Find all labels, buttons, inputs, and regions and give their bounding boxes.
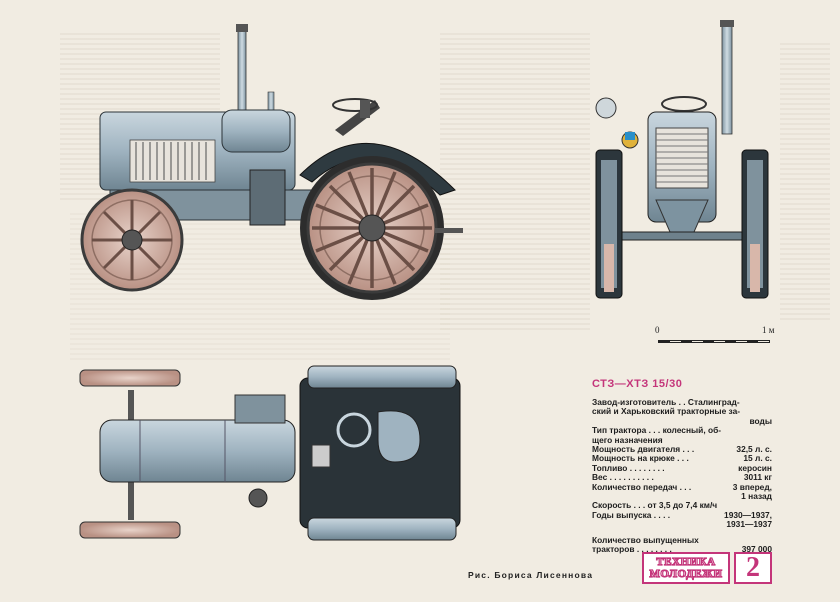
spec-key: Годы выпуска . . . . <box>592 509 671 520</box>
scale-bar-ruler <box>658 340 770 343</box>
spec-key: Скорость . . . от 3,5 до 7,4 км/ч <box>592 500 718 511</box>
scale-bar: 0 1 м <box>650 325 780 349</box>
side-rear-wheel <box>300 156 444 300</box>
side-view-drawing <box>80 24 463 300</box>
side-front-wheel <box>80 188 184 292</box>
tractor-model-title: СТЗ—ХТЗ 15/30 <box>592 378 683 390</box>
spec-value: 32,5 л. с. <box>736 444 772 455</box>
spec-key: тракторов . . . . . . . . <box>592 544 672 555</box>
scale-end-label: 1 м <box>762 325 775 335</box>
magazine-logo-line1: ТЕХНИКА <box>656 555 716 568</box>
spec-key: Мощность на крюке . . . <box>592 453 689 464</box>
scale-start-label: 0 <box>655 325 660 335</box>
spec-row: Мощность на крюке . . . 15 л. с. <box>592 453 772 464</box>
spec-value: 1931—1937 <box>726 519 772 530</box>
spec-row: Годы выпуска . . . . 1930—1937, <box>592 509 772 520</box>
spec-row: Скорость . . . от 3,5 до 7,4 км/ч <box>592 500 772 511</box>
spec-value: керосин <box>738 462 772 473</box>
spec-row: Количество передач . . . 3 вперед, <box>592 481 772 492</box>
spec-row: Тип трактора . . . колесный, об- <box>592 425 772 436</box>
spec-value: 1930—1937, <box>724 509 772 520</box>
spec-value: воды <box>749 415 772 426</box>
top-view-drawing <box>79 365 461 541</box>
specifications-block: СТЗ—ХТЗ 15/30 Завод-изготовитель . . Ста… <box>592 378 772 555</box>
spec-key: щего назначения <box>592 434 663 445</box>
spec-value: 3 вперед, <box>732 481 772 492</box>
magazine-logo: ТЕХНИКА МОЛОДЕЖИ <box>642 552 730 584</box>
magazine-logo-line2: МОЛОДЕЖИ <box>649 567 723 580</box>
background-text-block <box>780 40 830 320</box>
spec-row: Завод-изготовитель . . Сталинград- <box>592 397 772 407</box>
background-text-block <box>440 30 590 330</box>
spec-key: Мощность двигателя . . . <box>592 444 695 455</box>
spec-value: 15 л. с. <box>743 453 772 464</box>
spec-row: Топливо . . . . . . . . керосин <box>592 462 772 473</box>
spec-row: щего назначения <box>592 434 772 445</box>
spec-key: Топливо . . . . . . . . <box>592 462 665 473</box>
spec-row: Мощность двигателя . . . 32,5 л. с. <box>592 444 772 455</box>
spec-key: ский и Харьковский тракторные за- <box>592 406 741 417</box>
spec-value: 3011 кг <box>743 472 772 483</box>
spec-row: 1931—1937 <box>592 519 772 530</box>
issue-number: 2 <box>734 552 772 584</box>
illustration-credit: Рис. Бориса Лисеннова <box>468 570 594 580</box>
spec-row: воды <box>592 415 772 426</box>
spec-row: Количество выпущенных <box>592 534 772 545</box>
front-view-drawing <box>595 20 769 299</box>
spec-row: Вес . . . . . . . . . . 3011 кг <box>592 472 772 483</box>
spec-key: Тип трактора . . . колесный, об- <box>592 425 722 436</box>
spec-key: Вес . . . . . . . . . . <box>592 472 654 483</box>
specifications-list: Завод-изготовитель . . Сталинград-ский и… <box>592 397 772 555</box>
spec-key: Количество передач . . . <box>592 481 692 492</box>
spec-key: Завод-изготовитель . . Сталинград- <box>592 397 740 407</box>
spec-key: Количество выпущенных <box>592 534 699 545</box>
spec-row: ский и Харьковский тракторные за- <box>592 406 772 417</box>
spec-row: тракторов . . . . . . . . 397 000 <box>592 544 772 555</box>
spec-value: 1 назад <box>741 491 772 502</box>
spec-value: 397 000 <box>741 544 772 555</box>
spec-row: 1 назад <box>592 491 772 502</box>
